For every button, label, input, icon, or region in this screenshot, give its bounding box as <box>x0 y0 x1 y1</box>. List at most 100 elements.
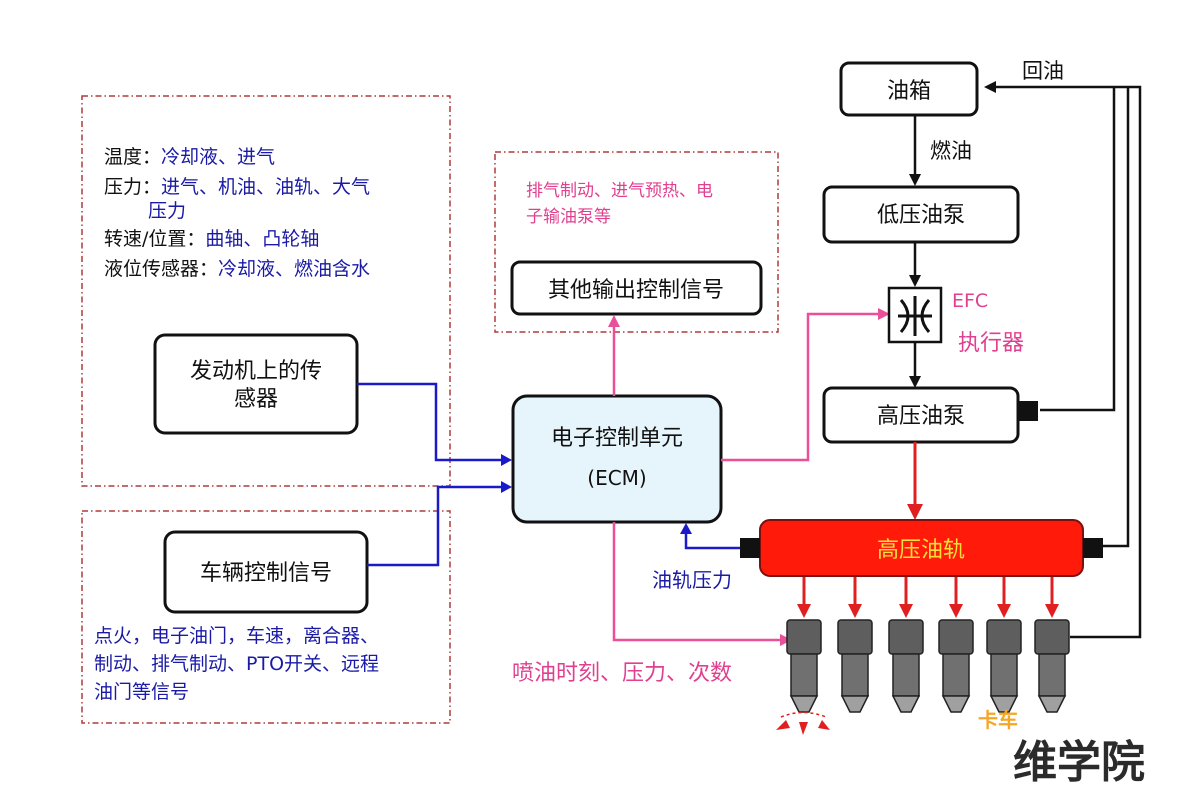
efc-to-high-pump-arrow <box>909 376 921 388</box>
injector <box>1034 577 1070 713</box>
injector-head <box>837 619 873 655</box>
high-pump-to-rail-arrow <box>907 504 923 520</box>
high-pressure-pump-label: 高压油泵 <box>877 404 965 429</box>
injector-nozzle <box>941 695 971 713</box>
watermark-large: 维学院 <box>1013 737 1145 788</box>
spray-icon <box>776 711 830 735</box>
vehicle-signals-box <box>163 530 369 614</box>
vehicle-signals-label: 车辆控制信号 <box>200 561 332 586</box>
ecm-abbrev: (ECM) <box>587 466 646 490</box>
vehicle-to-ecm-arrow <box>501 481 512 493</box>
rail-left-connector <box>740 538 760 558</box>
injector-nozzle <box>1037 695 1067 713</box>
output-panel-line: 子输油泵等 <box>526 207 611 227</box>
low-pump-to-efc-arrow <box>909 275 921 287</box>
sensor-to-ecm-arrow <box>501 454 512 466</box>
rail-pressure-label: 油轨压力 <box>652 568 732 592</box>
svg-text:转速/位置：曲轴、凸轮轴: 转速/位置：曲轴、凸轮轴 <box>104 228 319 250</box>
sensor-speed-value: 曲轴、凸轮轴 <box>205 228 319 250</box>
vehicle-panel-frame <box>81 510 451 724</box>
fuel-tank-box <box>839 61 979 117</box>
injector-feed-arrow <box>1045 604 1059 618</box>
efc-label: EFC <box>952 290 988 312</box>
sensor-pressure-value-cont: 压力 <box>148 200 186 222</box>
injector-nozzle <box>840 695 870 713</box>
fuel-label: 燃油 <box>930 139 972 163</box>
injector-feed-arrow <box>797 604 811 618</box>
injector-nozzle <box>891 695 921 713</box>
vehicle-signal-line: 制动、排气制动、PTO开关、远程 <box>94 653 379 675</box>
sensor-temp-value: 冷却液、进气 <box>161 146 275 168</box>
high-pressure-rail-label: 高压油轨 <box>877 538 965 563</box>
injector <box>888 577 924 713</box>
ecm-box <box>511 394 723 524</box>
injector-feed-arrow <box>997 604 1011 618</box>
injector-nozzle <box>789 695 819 713</box>
sensor-list: 温度：冷却液、进气 压力：进气、机油、油轨、大气 压力 转速/位置：曲轴、凸轮轴… <box>104 146 370 280</box>
injector-body <box>892 653 920 697</box>
sensor-pressure-label: 压力： <box>104 176 161 198</box>
svg-text:液位传感器：冷却液、燃油含水: 液位传感器：冷却液、燃油含水 <box>104 258 370 280</box>
ecm-to-injectors-arrow <box>780 634 792 646</box>
injector-body <box>990 653 1018 697</box>
ecm-label: 电子控制单元 <box>551 426 683 451</box>
injector-feed-arrow <box>949 604 963 618</box>
rail-pressure-arrow <box>680 523 692 534</box>
injector <box>938 577 974 713</box>
return-line-pump <box>1040 87 1116 412</box>
engine-sensors-label-1: 发动机上的传 <box>190 359 322 384</box>
svg-text:温度：冷却液、进气: 温度：冷却液、进气 <box>104 146 275 168</box>
engine-sensors-label-2: 感器 <box>234 387 278 412</box>
low-pressure-pump-label: 低压油泵 <box>877 203 965 228</box>
injector-body <box>790 653 818 697</box>
injector-body <box>1038 653 1066 697</box>
engine-sensors-box <box>153 333 359 435</box>
other-outputs-label: 其他输出控制信号 <box>548 278 724 303</box>
high-pump-connector <box>1018 401 1038 421</box>
tank-to-low-pump-arrow <box>909 174 921 186</box>
ecm-to-injectors-line <box>612 522 782 642</box>
vehicle-to-ecm-line <box>367 485 503 567</box>
injector <box>837 577 873 713</box>
injector <box>986 577 1022 713</box>
return-line-injectors <box>995 85 1142 639</box>
injector-feed-arrow <box>848 604 862 618</box>
svg-text:压力：进气、机油、油轨、大气: 压力：进气、机油、油轨、大气 <box>104 176 370 198</box>
injector-body <box>841 653 869 697</box>
svg-text:压力: 压力 <box>148 200 186 222</box>
ecm-to-outputs-arrow <box>608 315 620 327</box>
rail-right-connector <box>1083 538 1103 558</box>
injector-body <box>942 653 970 697</box>
efc-actuator-label: 执行器 <box>958 331 1024 356</box>
vehicle-signal-line: 油门等信号 <box>94 681 189 703</box>
watermark-small: 卡车 <box>978 708 1018 732</box>
output-panel-frame <box>494 151 779 333</box>
injection-label: 喷油时刻、压力、次数 <box>512 661 732 686</box>
rail-pressure-line <box>684 532 745 550</box>
sensor-speed-label: 转速/位置： <box>104 228 205 250</box>
injector-feed-arrow <box>899 604 913 618</box>
return-label: 回油 <box>1022 59 1064 83</box>
vehicle-signal-line: 点火，电子油门，车速，离合器、 <box>94 625 379 647</box>
injector-nozzle <box>989 695 1019 713</box>
sensor-level-label: 液位传感器： <box>104 258 218 280</box>
sensor-temp-label: 温度： <box>104 146 161 168</box>
vehicle-signal-list: 点火，电子油门，车速，离合器、 制动、排气制动、PTO开关、远程 油门等信号 <box>94 625 379 703</box>
injector-head <box>786 619 822 655</box>
injector-head <box>938 619 974 655</box>
fuel-tank-label: 油箱 <box>887 79 931 104</box>
output-panel-line: 排气制动、进气预热、电 <box>526 181 713 201</box>
ecm-to-efc-arrow <box>878 308 890 320</box>
injector-head <box>1034 619 1070 655</box>
return-arrow <box>984 81 996 93</box>
injector-group <box>786 577 1070 713</box>
injector-head <box>888 619 924 655</box>
low-pressure-pump-box <box>822 185 1020 244</box>
injector <box>786 577 822 713</box>
other-outputs-box <box>510 260 763 316</box>
sensor-level-value: 冷却液、燃油含水 <box>218 258 370 280</box>
sensor-panel-frame <box>81 95 451 487</box>
valve-icon <box>898 296 932 336</box>
sensor-pressure-value: 进气、机油、油轨、大气 <box>161 176 370 198</box>
ecm-to-efc-line <box>721 312 880 462</box>
